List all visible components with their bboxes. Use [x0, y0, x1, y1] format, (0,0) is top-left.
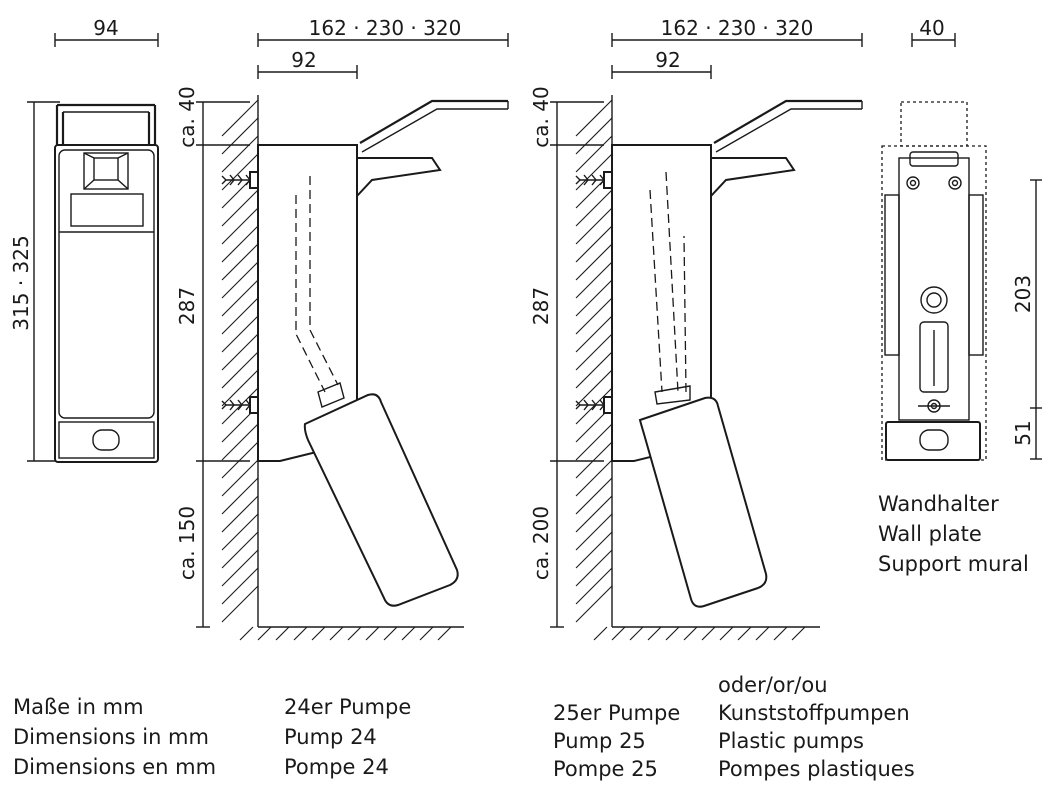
pump24-label-en: Pump 24	[284, 725, 377, 749]
front-width-label: 94	[93, 16, 118, 40]
units-caption: Maße in mm Dimensions in mm Dimensions e…	[13, 692, 216, 782]
wall-plate-caption: Wandhalter Wall plate Support mural	[878, 489, 1029, 579]
plastic-label-fr: Pompes plastiques	[718, 757, 915, 781]
plastic-label-de: Kunststoffpumpen	[718, 701, 910, 725]
wall-plate-width-label: 40	[919, 16, 944, 40]
pump24-top-gap-label: ca. 40	[175, 86, 199, 147]
units-label-en: Dimensions in mm	[13, 725, 209, 749]
pump25-offset-label: 92	[655, 48, 680, 72]
pump25-bracket-height-label: 287	[529, 287, 553, 325]
pump25-label-en: Pump 25	[553, 729, 646, 753]
pump24-depth-label: 162 · 230 · 320	[309, 16, 462, 40]
pump25-label-de: 25er Pumpe	[553, 701, 681, 725]
pump24-label-fr: Pompe 24	[284, 755, 389, 779]
side-view-pump25: 162 · 230 · 320 92 ca. 40 287 ca. 200	[529, 16, 863, 641]
wall-plate-label-en: Wall plate	[878, 522, 982, 546]
wall-plate-label-de: Wandhalter	[878, 492, 999, 516]
side-view-pump24: 162 · 230 · 320 92 ca. 40 287 ca. 150	[175, 16, 509, 641]
units-label-fr: Dimensions en mm	[13, 755, 217, 779]
pump24-bracket-height-label: 287	[175, 287, 199, 325]
pump24-floor-gap-label: ca. 150	[175, 506, 199, 580]
pump24-offset-label: 92	[291, 48, 316, 72]
wall-plate-label-fr: Support mural	[878, 552, 1029, 576]
plastic-or-label: oder/or/ou	[718, 673, 828, 697]
pump24-label-de: 24er Pumpe	[284, 695, 412, 719]
pump24-caption: 24er Pumpe Pump 24 Pompe 24	[284, 692, 411, 782]
wall-plate-view: 40 203 51	[881, 16, 1042, 461]
front-view: 94 315 · 325	[9, 16, 159, 463]
units-label-de: Maße in mm	[13, 695, 144, 719]
pump25-depth-label: 162 · 230 · 320	[661, 16, 814, 40]
pump25-label-fr: Pompe 25	[553, 757, 658, 781]
front-height-label: 315 · 325	[9, 235, 33, 330]
wall-plate-bottom-height-label: 51	[1011, 420, 1035, 445]
wall-plate-hole-distance-label: 203	[1011, 275, 1035, 313]
pump25-floor-gap-label: ca. 200	[529, 506, 553, 580]
pump25-caption: 25er Pumpe Pump 25 Pompe 25	[553, 699, 680, 783]
plastic-pump-caption: oder/or/ou Kunststoffpumpen Plastic pump…	[718, 671, 915, 783]
plastic-label-en: Plastic pumps	[718, 729, 864, 753]
pump25-top-gap-label: ca. 40	[529, 86, 553, 147]
